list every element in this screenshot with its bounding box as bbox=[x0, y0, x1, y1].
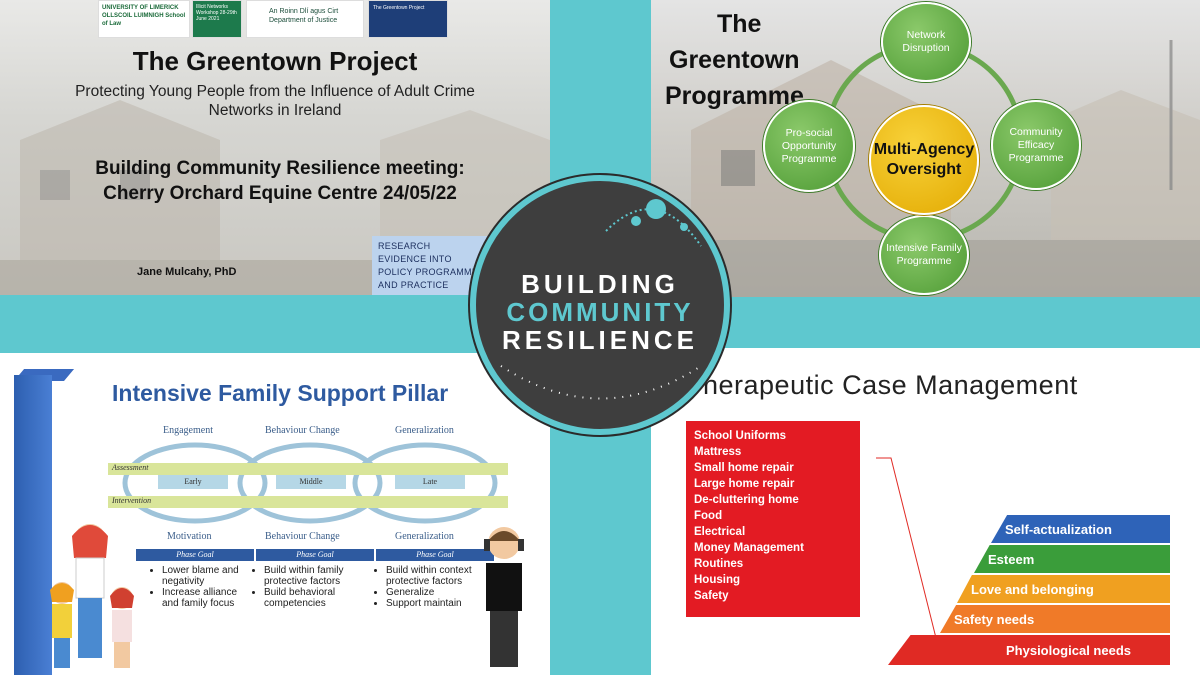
author-name: Jane Mulcahy, PhD bbox=[137, 266, 237, 278]
illicit-networks-workshop-logo: Illicit Networks Workshop 28-29th June 2… bbox=[192, 0, 242, 38]
phase-goal-header: Phase Goal bbox=[376, 549, 494, 561]
needs-list-item: Housing bbox=[694, 574, 740, 586]
phase-goal-column-1: Lower blame and negativity Increase alli… bbox=[152, 565, 252, 609]
needs-list-item: Money Management bbox=[694, 542, 804, 554]
needs-list-item: Electrical bbox=[694, 526, 746, 538]
needs-list-item: Mattress bbox=[694, 446, 742, 458]
node-multi-agency-oversight: Multi-Agency Oversight bbox=[869, 105, 979, 215]
phase-goal-column-3: Build within context protective factors … bbox=[376, 565, 476, 609]
meeting-info: Building Community Resilience meeting: C… bbox=[60, 156, 500, 206]
family-illustration bbox=[50, 524, 134, 668]
goal-item: Build behavioral competencies bbox=[264, 587, 354, 609]
intervention-bar bbox=[108, 496, 508, 508]
pyramid-safety-needs: Safety needs bbox=[940, 605, 1170, 633]
pillar-graphic bbox=[14, 375, 52, 675]
needs-list-item: Small home repair bbox=[694, 462, 794, 474]
pyramid-physiological-needs: Physiological needs bbox=[888, 635, 1170, 665]
logo-line-community: COMMUNITY bbox=[506, 297, 694, 327]
logo-line-building: BUILDING bbox=[521, 269, 679, 299]
label-behaviour-change-top: Behaviour Change bbox=[265, 425, 340, 436]
goal-item: Increase alliance and family focus bbox=[162, 587, 252, 609]
phase-goal-header: Phase Goal bbox=[136, 549, 254, 561]
needs-list-item: Large home repair bbox=[694, 478, 795, 490]
connector-line bbox=[876, 457, 937, 639]
title-line: Programme bbox=[665, 82, 804, 110]
goal-item: Lower blame and negativity bbox=[162, 565, 252, 587]
pyramid-love-and-belonging: Love and belonging bbox=[957, 575, 1170, 603]
dotted-arc bbox=[500, 365, 702, 400]
title-line: The bbox=[717, 10, 762, 38]
building-community-resilience-logo: BUILDING COMMUNITY RESILIENCE bbox=[470, 175, 730, 435]
slide-greentown-project: UNIVERSITY OF LIMERICK OLLSCOIL LUIMNIGH… bbox=[0, 0, 550, 295]
repp-line: POLICY PROGRAMMES bbox=[378, 267, 485, 277]
label-behaviour-change-bottom: Behaviour Change bbox=[265, 531, 340, 542]
goal-item: Support maintain bbox=[386, 598, 476, 609]
slide-title: The Greentown Programme bbox=[665, 6, 804, 114]
needs-list-item: Routines bbox=[694, 558, 744, 570]
slide-title: Intensive Family Support Pillar bbox=[112, 380, 449, 406]
phase-goal-column-2: Build within family protective factors B… bbox=[254, 565, 354, 609]
repp-logo: RESEARCH EVIDENCE INTO POLICY PROGRAMMES… bbox=[372, 236, 492, 295]
teen-with-headphones-illustration bbox=[484, 527, 524, 667]
university-of-limerick-logo: UNIVERSITY OF LIMERICK OLLSCOIL LUIMNIGH… bbox=[98, 0, 190, 38]
pyramid-esteem: Esteem bbox=[974, 545, 1170, 573]
stage-late: Late bbox=[395, 475, 465, 489]
node-intensive-family: Intensive Family Programme bbox=[879, 215, 969, 295]
stage-early: Early bbox=[158, 475, 228, 489]
slide-therapeutic-case-management: Therapeutic Case Management School Unifo… bbox=[651, 348, 1200, 675]
needs-list-item: School Uniforms bbox=[694, 430, 787, 442]
goal-item: Generalize bbox=[386, 587, 476, 598]
phase-goal-header: Phase Goal bbox=[256, 549, 374, 561]
node-network-disruption: Network Disruption bbox=[881, 2, 971, 82]
meeting-line-2: Cherry Orchard Equine Centre 24/05/22 bbox=[103, 183, 457, 204]
label-engagement: Engagement bbox=[163, 425, 213, 436]
node-community-efficacy: Community Efficacy Programme bbox=[991, 100, 1081, 190]
stage-middle: Middle bbox=[276, 475, 346, 489]
cycle-diagram bbox=[122, 442, 498, 524]
assessment-bar bbox=[108, 463, 508, 475]
repp-line: RESEARCH bbox=[378, 241, 431, 251]
goal-item: Build within context protective factors bbox=[386, 565, 476, 587]
assessment-label: Assessment bbox=[112, 463, 149, 472]
needs-list-item: De-cluttering home bbox=[694, 494, 799, 506]
label-generalization-top: Generalization bbox=[395, 425, 454, 436]
needs-list-item: Food bbox=[694, 510, 723, 522]
label-motivation: Motivation bbox=[167, 531, 212, 542]
slide-title: Therapeutic Case Management bbox=[686, 370, 1078, 400]
goal-item: Build within family protective factors bbox=[264, 565, 354, 587]
logo-line-resilience: RESILIENCE bbox=[501, 325, 699, 355]
slide-intensive-family-support: Intensive Family Support Pillar Assessme… bbox=[0, 353, 550, 675]
title-line: Greentown bbox=[669, 46, 800, 74]
greentown-project-logo: The Greentown Project bbox=[368, 0, 448, 38]
slide-title: The Greentown Project bbox=[132, 46, 418, 76]
intervention-label: Intervention bbox=[112, 496, 152, 505]
needs-list-item: Safety bbox=[694, 590, 729, 602]
repp-line: EVIDENCE INTO bbox=[378, 254, 452, 264]
meeting-line-1: Building Community Resilience meeting: bbox=[95, 158, 465, 179]
pyramid-self-actualization: Self-actualization bbox=[991, 515, 1170, 543]
label-generalization-bottom: Generalization bbox=[395, 531, 454, 542]
slide-greentown-programme: The Greentown Programme Network Disrupti… bbox=[651, 0, 1200, 297]
needs-list: School Uniforms Mattress Small home repa… bbox=[686, 421, 860, 617]
repp-line: AND PRACTICE bbox=[378, 280, 449, 290]
slide-subtitle: Protecting Young People from the Influen… bbox=[75, 83, 475, 119]
department-of-justice-logo: An Roinn Dlí agus Cirt Department of Jus… bbox=[246, 0, 364, 38]
node-pro-social-opportunity: Pro-social Opportunity Programme bbox=[763, 100, 855, 192]
network-icon bbox=[605, 199, 702, 247]
